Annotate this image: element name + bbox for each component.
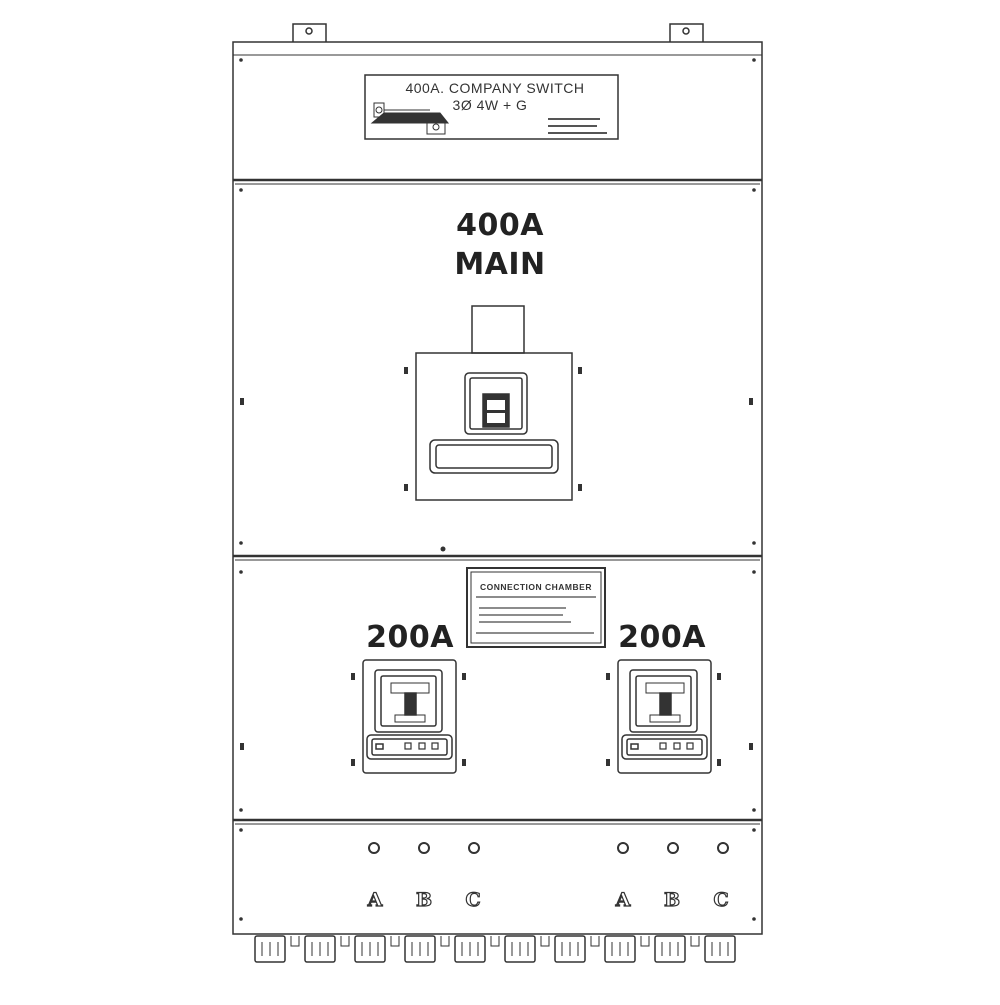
company-switch-nameplate	[364, 74, 619, 140]
main-label: MAIN	[454, 247, 546, 282]
connection-chamber-plate	[466, 567, 606, 648]
company-switch-section	[233, 54, 762, 140]
main-breaker-handle-bracket	[471, 305, 525, 354]
feeder-panel-screws	[239, 743, 756, 812]
indicator-lamp	[418, 842, 430, 854]
camlock-connector	[604, 935, 650, 963]
phase-label-right-b: B	[663, 888, 681, 911]
camlock-connector	[554, 935, 600, 963]
feeder-breaker-left	[351, 659, 466, 774]
connection-chamber-title: CONNECTION CHAMBER	[480, 582, 592, 592]
company-logo	[370, 102, 450, 135]
camlock-connector	[454, 935, 500, 963]
phase-label-left-a: A	[367, 888, 383, 911]
feeder-left-amps-label: 200A	[366, 620, 454, 655]
feeder-breaker-right	[606, 659, 721, 774]
camlock-connector	[404, 935, 450, 963]
main-breaker-label-slot	[429, 439, 559, 474]
camlock-connectors	[254, 935, 736, 963]
camlock-connector	[504, 935, 550, 963]
main-breaker-toggle	[464, 372, 528, 435]
section-divider-2	[233, 546, 762, 574]
company-switch-title: 400A. COMPANY SWITCH	[405, 80, 585, 96]
camlock-connector	[354, 935, 400, 963]
indicator-lamp	[717, 842, 729, 854]
enclosure-outline	[232, 41, 763, 935]
maker-text	[548, 118, 607, 134]
phase-label-left-c: C	[465, 888, 481, 911]
company-switch-spec: 3Ø 4W + G	[452, 97, 528, 113]
lifting-tab-left	[292, 23, 327, 42]
section-divider-3	[233, 818, 762, 921]
indicator-lamp	[468, 842, 480, 854]
main-breaker-cover	[415, 352, 573, 501]
camlock-connector	[704, 935, 736, 963]
phase-label-right-c: C	[713, 888, 729, 911]
main-breaker	[404, 305, 582, 501]
indicator-lamp	[368, 842, 380, 854]
main-panel-screws	[239, 398, 756, 545]
phase-label-left-b: B	[415, 888, 433, 911]
main-breaker-cover-screws	[404, 367, 582, 491]
phase-label-right-a: A	[615, 888, 631, 911]
section-divider-1	[233, 178, 762, 192]
feeder-right-amps-label: 200A	[618, 620, 706, 655]
main-amps-label: 400A	[456, 208, 544, 243]
phase-indicator-lamps	[368, 842, 729, 854]
camlock-connector	[304, 935, 350, 963]
indicator-lamp	[667, 842, 679, 854]
indicator-lamp	[617, 842, 629, 854]
camlock-connector	[654, 935, 700, 963]
camlock-connector	[254, 935, 300, 963]
lifting-tab-right	[669, 23, 704, 42]
plate-fine-print	[476, 596, 596, 634]
